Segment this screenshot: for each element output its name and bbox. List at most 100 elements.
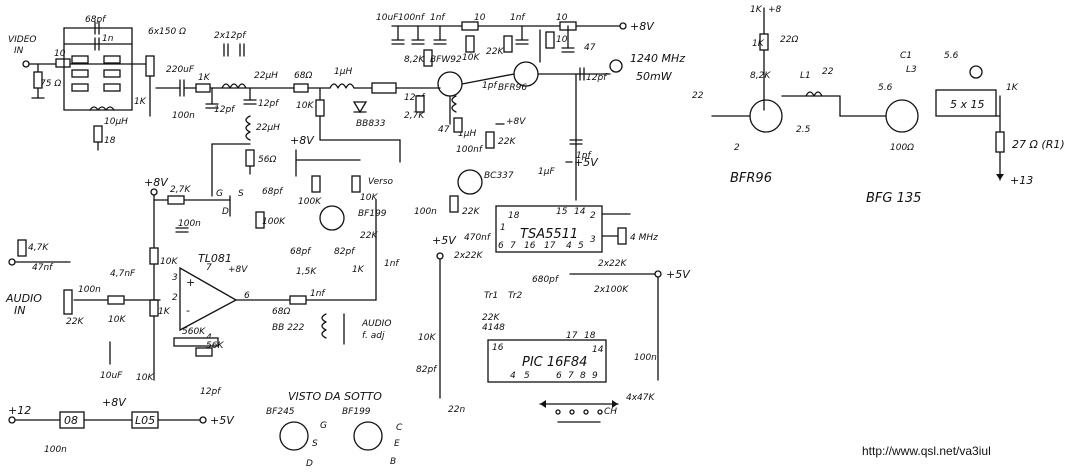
label-47-rf: 47 [438, 125, 450, 135]
ferrite-bead [371, 82, 397, 94]
label-plus12: +12 [8, 404, 31, 417]
label-22k-f: 22K [482, 313, 500, 323]
label-plus5v-a: +5V [574, 156, 599, 169]
label-power: 50mW [636, 70, 673, 83]
label-verso: Verso [368, 177, 394, 187]
label-22-l: 22 [822, 67, 834, 77]
label-100r: 100Ω [890, 143, 914, 153]
pin-g: G [320, 421, 327, 431]
label-plus8v-d: +8V [506, 117, 526, 127]
label-opamp-plus: + [186, 276, 195, 289]
label-plus8v-b: +8V [228, 265, 248, 275]
bf245-package [279, 421, 309, 451]
stripline-5x15 [935, 89, 997, 117]
tsa-pin16: 16 [524, 241, 536, 251]
label-22uh-b: 22μH [256, 123, 280, 133]
label-plus8v-c: +8V [290, 134, 315, 147]
rf-oscillator-section: 68Ω 1μH 10K Verso BB833 10uF 100nf 1nf 1… [293, 13, 685, 201]
label-22k-b: 22K [66, 317, 84, 327]
label-bf199: BF199 [358, 209, 387, 219]
rf-output-connector [609, 59, 623, 73]
opamp-tl081 [179, 266, 238, 332]
potentiometer-22k [63, 289, 73, 315]
label-1pf-b: 1pf [576, 151, 592, 161]
label-c1: C1 [900, 51, 912, 61]
label-12pf-a: 12pf [214, 105, 236, 115]
label-68r: 68Ω [294, 71, 312, 81]
label-2x100k: 2x100K [594, 285, 629, 295]
plus8v-rf-terminal [619, 22, 627, 30]
label-reg08: 08 [64, 414, 78, 427]
label-75: 75 Ω [40, 79, 61, 89]
resistor-56 [245, 149, 255, 167]
label-bfw92: BFW92 [430, 55, 462, 65]
label-1nf-top: 1nf [430, 13, 446, 23]
inductor-22uh-b [245, 115, 251, 141]
pic-pin6: 6 [556, 371, 562, 381]
label-680pf: 680pf [532, 275, 560, 285]
label-audio-in-2: IN [14, 304, 25, 317]
label-plus8v-rf: +8V [630, 20, 655, 33]
pin-c: C [396, 423, 403, 433]
inductor-22uh-a [221, 83, 247, 89]
label-10uh: 10μH [104, 117, 128, 127]
pic-pin14: 14 [592, 345, 604, 355]
label-plus8v-a: +8V [144, 176, 169, 189]
lowpass-filter-section: 220uF 1K 100n 2x12pf 22μH 12pf 12pf 22μH… [166, 31, 301, 197]
label-plus5v-c: +5V [666, 268, 691, 281]
label-470nf: 470nf [464, 233, 492, 243]
label-12pf-out: 12pf [586, 73, 608, 83]
label-ch: CH [604, 407, 617, 417]
label-2-r: 2 [734, 143, 740, 153]
inductor-1uh [329, 83, 355, 89]
label-1k-d: 1K [352, 265, 365, 275]
label-22uh-a: 22μH [254, 71, 278, 81]
label-100k-a: 100K [262, 217, 286, 227]
tsa-pin5: 5 [578, 241, 584, 251]
pin-s: S [312, 439, 318, 449]
label-1k-right: 1K [1006, 83, 1019, 93]
label-100k-b: 100K [298, 197, 322, 207]
video-in-label-2: IN [14, 46, 24, 56]
label-visto: VISTO DA SOTTO [288, 390, 382, 403]
label-pin2: 2 [172, 293, 178, 303]
label-audio-adj: AUDIO [361, 319, 391, 329]
label-d: D [222, 207, 229, 217]
label-l3: L3 [906, 65, 917, 75]
label-100n-d: 100n [414, 207, 437, 217]
pic-section: PIC 16F84 16 17 18 14 4 5 6 7 8 9 22K 41… [416, 313, 657, 423]
label-pin7: 7 [206, 263, 212, 273]
transistor-bfw92 [437, 71, 463, 97]
power-supply-section: +12 08 +8V L05 +5V 100n [8, 396, 235, 455]
label-bf245-pinout: BF245 [266, 407, 295, 417]
label-10k-b: 10K [462, 53, 480, 63]
label-2k7: 2,7K [404, 111, 425, 121]
ic-tsa5511 [495, 205, 603, 253]
video-in-label: VIDEO [8, 35, 37, 45]
label-plus13: +13 [1010, 174, 1033, 187]
tsa-pin15: 15 [556, 207, 568, 217]
label-1k-r: 1K [750, 5, 763, 15]
label-pin3: 3 [172, 273, 178, 283]
tsa-pin1: 1 [500, 223, 506, 233]
resistor-10k-a [315, 99, 325, 117]
crystal-4mhz [617, 227, 627, 245]
label-tr1: Tr1 [484, 291, 498, 301]
label-10k-e: 10K [136, 373, 154, 383]
label-2-5: 2.5 [796, 125, 811, 135]
resistor-75 [33, 71, 43, 89]
tsa-pin6: 6 [498, 241, 504, 251]
label-22-in: 22 [692, 91, 704, 101]
label-10k-f: 10K [360, 193, 378, 203]
label-56k: 56K [206, 341, 224, 351]
label-18: 18 [104, 136, 116, 146]
label-2x22k-b: 2x22K [598, 259, 628, 269]
label-8k2: 8,2K [404, 55, 425, 65]
pin-e: E [394, 439, 400, 449]
varactor-bb833 [352, 101, 368, 114]
label-1uh-b: 1μH [458, 129, 476, 139]
label-s: S [238, 189, 244, 199]
label-82pf-a: 82pf [334, 247, 356, 257]
